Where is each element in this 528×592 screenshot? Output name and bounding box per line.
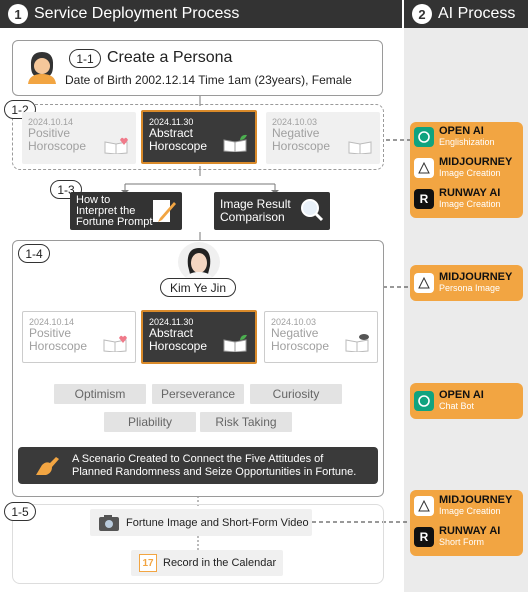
negative-horoscope-card: 2024.10.03 Negative Horoscope [266,112,380,164]
ai-task: Image Creation [439,199,501,209]
card-label: Horoscope [272,139,331,153]
section-number: 1 [8,4,28,24]
card-date: 2024.10.14 [29,317,75,327]
section-title: AI Process [438,5,516,22]
negative-horoscope-card: 2024.10.03 Negative Horoscope [264,311,378,363]
attitude-pill: Risk Taking [200,412,292,432]
book-plant-icon [223,334,247,352]
attitude-pill: Perseverance [152,384,244,404]
camera-icon [99,514,119,531]
ai-task: Image Creation [439,168,501,178]
card-date: 2024.10.03 [272,117,318,127]
persona-title: Create a Persona [107,49,233,66]
button-label: Fortune Image and Short-Form Video [126,516,309,529]
persona-name: Kim Ye Jin [160,278,236,297]
card-label: Abstract [149,126,194,140]
openai-icon [414,390,434,411]
calendar-icon: 17 [139,554,157,572]
step-tag: 1-5 [4,502,36,521]
attitude-pill: Optimism [54,384,146,404]
scenario-text: Planned Randomness and Seize Opportuniti… [72,466,357,478]
ai-task: Chat Bot [439,401,475,411]
button-label: Comparison [220,210,285,224]
button-label: Interpret the [76,205,136,217]
step-tag: 1-4 [18,244,50,263]
runway-icon: R [414,188,434,209]
book-icon [348,141,372,154]
button-label: How to [76,194,111,206]
ai-name: RUNWAY AI [439,525,501,537]
book-plant-icon [223,134,247,152]
fortune-video-button[interactable]: Fortune Image and Short-Form Video [90,509,312,536]
ai-task: Image Creation [439,506,501,516]
ai-task: Short Form [439,537,485,547]
midjourney-icon [414,157,434,178]
card-label: Horoscope [149,139,208,153]
ai-name: OPEN AI [439,389,484,401]
attitude-pill: Pliability [104,412,196,432]
persona-box: 1-1 Create a Persona Date of Birth 2002.… [12,40,383,96]
card-label: Horoscope [29,339,88,353]
process-header: 1 Service Deployment Process [0,0,402,28]
abstract-horoscope-card: 2024.11.30 Abstract Horoscope [141,310,257,364]
persona-photo [178,242,220,282]
ai-task: Englishization [439,137,495,147]
card-label: Positive [29,326,72,340]
calendar-record-button[interactable]: 17 Record in the Calendar [131,550,283,576]
ai-name: OPEN AI [439,125,484,137]
midjourney-icon [414,272,434,293]
card-date: 2024.11.30 [149,317,194,327]
openai-icon [414,126,434,147]
ai-header: 2 AI Process [404,0,528,28]
card-date: 2024.11.30 [149,117,194,127]
book-heart-icon [103,335,127,352]
card-label: Horoscope [271,339,330,353]
book-cloud-icon [345,334,369,352]
midjourney-icon [414,495,434,516]
ai-name: RUNWAY AI [439,187,501,199]
button-label: Image Result [220,197,291,211]
attitude-pill: Curiosity [250,384,342,404]
button-label: Fortune Prompt [76,216,153,228]
card-date: 2024.10.03 [271,317,317,327]
book-heart-icon [104,137,128,154]
card-label: Abstract [149,326,194,340]
scenario-text: A Scenario Created to Connect the Five A… [72,453,324,465]
card-label: Negative [271,326,319,340]
card-label: Negative [272,126,320,140]
abstract-horoscope-card: 2024.11.30 Abstract Horoscope [141,110,257,164]
pencil-note-icon [153,200,176,222]
card-label: Horoscope [28,139,87,153]
card-label: Positive [28,126,71,140]
horoscope-group [12,104,384,170]
scenario-banner: A Scenario Created to Connect the Five A… [18,447,378,484]
ai-name: MIDJOURNEY [439,156,513,168]
positive-horoscope-card: 2024.10.14 Positive Horoscope [22,311,136,363]
button-label: Record in the Calendar [163,557,277,569]
ai-name: MIDJOURNEY [439,494,513,506]
positive-horoscope-card: 2024.10.14 Positive Horoscope [22,112,136,164]
ai-name: MIDJOURNEY [439,271,513,283]
image-comparison-button[interactable]: Image Result Comparison [214,192,330,230]
ai-task: Persona Image [439,283,501,293]
section-title: Service Deployment Process [34,5,240,22]
runway-icon: R [414,526,434,547]
section-number: 2 [412,4,432,24]
persona-detail: Date of Birth 2002.12.14 Time 1am (23yea… [65,73,352,87]
step-tag: 1-1 [69,49,101,68]
writing-hand-icon [36,457,59,475]
persona-avatar-icon [27,50,57,84]
magnifier-icon [301,199,324,222]
output-group [12,504,384,584]
card-label: Horoscope [149,339,208,353]
card-date: 2024.10.14 [28,117,74,127]
interpret-prompt-button[interactable]: How to Interpret the Fortune Prompt [70,192,182,230]
